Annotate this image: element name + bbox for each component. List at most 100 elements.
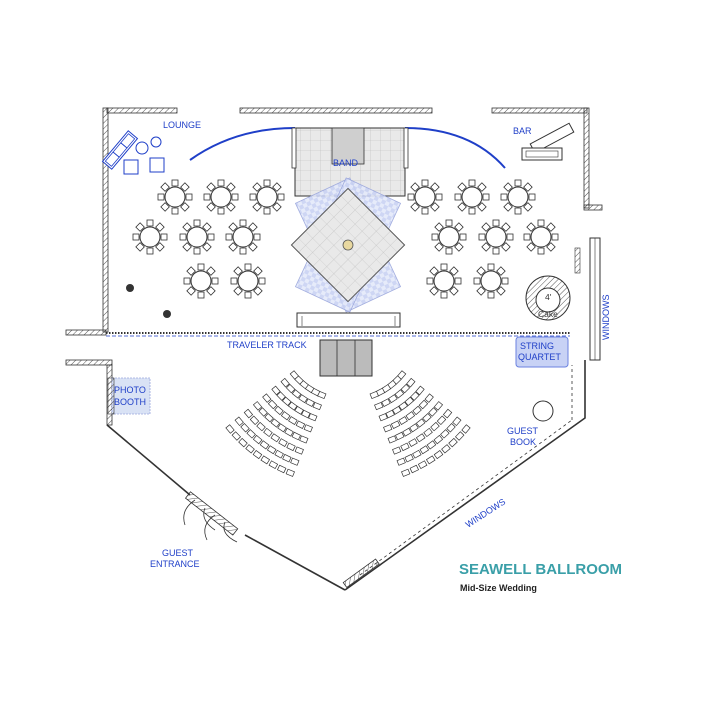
- ceremony-chair: [240, 422, 250, 433]
- ceremony-chair: [412, 405, 422, 416]
- round-table: [426, 263, 462, 299]
- chair: [248, 222, 258, 232]
- ceremony-chair: [392, 405, 402, 415]
- ceremony-chair: [299, 435, 309, 444]
- chair: [546, 222, 556, 232]
- photo-booth-area: [111, 377, 151, 415]
- round-tables: [132, 179, 559, 299]
- round-table: [203, 179, 239, 215]
- ceremony-chair: [225, 424, 235, 434]
- string-quartet-label-1: STRING: [520, 341, 554, 351]
- chair: [537, 219, 545, 227]
- ceremony-row-right: [374, 377, 416, 411]
- chair: [457, 202, 467, 212]
- chair: [193, 219, 201, 227]
- ceremony-chair: [395, 431, 405, 441]
- ceremony-chair: [400, 383, 411, 394]
- ceremony-chair: [425, 455, 436, 465]
- chair: [434, 222, 444, 232]
- guest-book-table: [532, 400, 554, 422]
- chair: [523, 182, 533, 192]
- chair: [258, 277, 266, 285]
- chair: [160, 233, 168, 241]
- chair: [496, 266, 506, 276]
- chair: [440, 291, 448, 299]
- photo-booth-label-1: PHOTO: [114, 385, 146, 395]
- chair: [155, 222, 165, 232]
- stage-arc-right: [404, 127, 506, 169]
- guest-book-label-1: GUEST: [507, 426, 539, 436]
- ceremony-chair: [243, 408, 254, 419]
- ceremony-seating: [225, 370, 471, 477]
- ceremony-chair: [303, 424, 313, 433]
- lounge-chair: [149, 157, 165, 173]
- ceremony-chair: [271, 385, 281, 396]
- chair: [171, 207, 179, 215]
- lower-left-wall-top: [65, 359, 113, 366]
- ceremony-chair: [274, 449, 284, 459]
- ceremony-chair: [415, 385, 425, 396]
- chair: [528, 193, 536, 201]
- chair: [501, 222, 511, 232]
- ceremony-chair: [276, 464, 287, 474]
- ceremony-chair: [301, 409, 311, 419]
- ceremony-chair: [441, 444, 451, 454]
- table-top: [256, 186, 278, 208]
- ceremony-row-left: [271, 385, 318, 422]
- ceremony-chair: [408, 438, 418, 447]
- chair: [410, 202, 420, 212]
- ceremony-chair: [387, 435, 397, 444]
- ceremony-row-left: [289, 370, 327, 399]
- chair: [492, 247, 500, 255]
- ceremony-chair: [409, 423, 419, 433]
- ceremony-chair: [454, 431, 465, 441]
- guest-entrance-doors[interactable]: [183, 491, 239, 543]
- round-table: [132, 219, 168, 255]
- round-table: [473, 263, 509, 299]
- ceremony-chair: [305, 398, 315, 407]
- chair: [468, 207, 476, 215]
- chair: [487, 263, 495, 271]
- ceremony-chair: [285, 468, 295, 477]
- venue-subtitle: Mid-Size Wedding: [460, 583, 537, 593]
- table-top: [530, 226, 552, 248]
- chair: [182, 242, 192, 252]
- chair: [501, 242, 511, 252]
- top-wall-left: [106, 107, 178, 114]
- chair: [514, 207, 522, 215]
- ceremony-chair: [417, 460, 428, 470]
- round-table: [249, 179, 285, 215]
- ceremony-chair: [266, 445, 277, 455]
- ceremony-chair: [461, 424, 471, 434]
- chair: [244, 291, 252, 299]
- ceremony-chair: [298, 394, 308, 404]
- chair: [180, 182, 190, 192]
- chair: [481, 242, 491, 252]
- ceremony-chair: [312, 401, 322, 411]
- chair: [430, 182, 440, 192]
- chair: [183, 277, 191, 285]
- chair: [537, 247, 545, 255]
- right-wall-vent: [574, 247, 581, 274]
- chair: [197, 291, 205, 299]
- round-table: [500, 179, 536, 215]
- ceremony-chair: [396, 457, 406, 466]
- chair: [180, 202, 190, 212]
- ceremony-chair: [260, 455, 271, 465]
- cake-label: Cake: [538, 309, 558, 319]
- chair: [449, 286, 459, 296]
- bar-counter: [521, 122, 575, 161]
- traveler-track-label: TRAVELER TRACK: [227, 340, 307, 350]
- ceremony-chair: [404, 396, 415, 406]
- lounge-label: LOUNGE: [163, 120, 201, 130]
- ceremony-row-left: [280, 377, 322, 411]
- chair: [272, 202, 282, 212]
- cocktail-table: [126, 284, 134, 292]
- right-wall-notch: [583, 204, 603, 211]
- chair: [434, 242, 444, 252]
- ceremony-row-right: [378, 385, 425, 422]
- chair: [468, 179, 476, 187]
- table-top: [186, 226, 208, 248]
- right-wall-upper: [583, 107, 590, 209]
